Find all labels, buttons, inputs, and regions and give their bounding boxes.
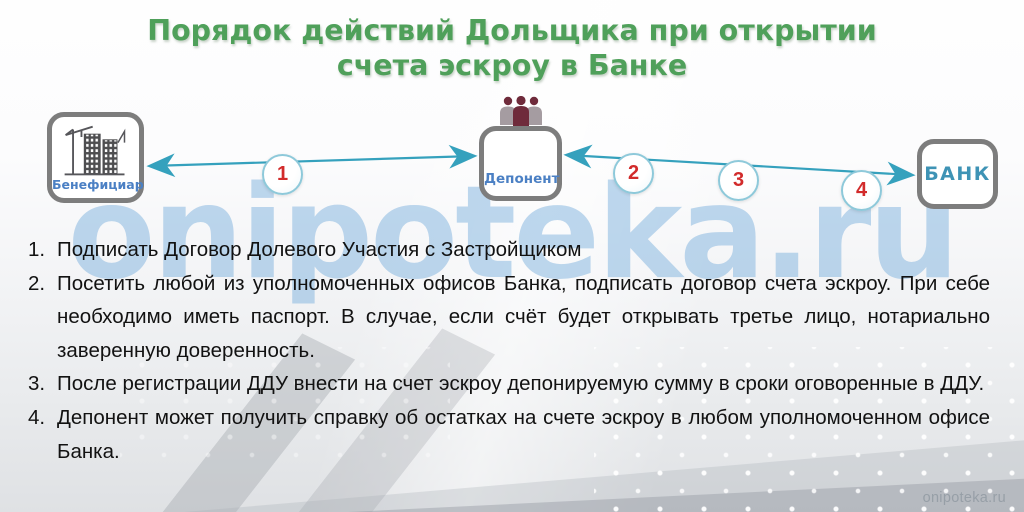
page-title: Порядок действий Дольщика при открытии с… [0, 13, 1024, 83]
node-depositor-label: Депонент [484, 171, 560, 187]
dot-pattern [594, 347, 1024, 512]
arrow-beneficiary-depositor [146, 144, 478, 178]
list-item: 4. Депонент может получить справку об ос… [28, 401, 990, 468]
step-text: Депонент может получить справку об остат… [57, 405, 990, 463]
people-group-icon [500, 96, 542, 126]
step-number: 2. [28, 271, 46, 295]
step-text: После регистрации ДДУ внести на счет эск… [57, 372, 985, 396]
step-badge-3: 3 [718, 160, 759, 201]
list-item: 1. Подписать Договор Долевого Участия с … [28, 233, 990, 267]
step-number: 3. [28, 372, 46, 396]
step-badge-2: 2 [613, 153, 654, 194]
watermark-small: onipoteka.ru [922, 490, 1006, 506]
title-line-2: счета эскроу в Банке [336, 49, 688, 82]
node-depositor: Депонент [479, 126, 562, 201]
step-number: 1. [28, 238, 46, 261]
title-line-1: Порядок действий Дольщика при открытии [147, 14, 877, 47]
step-badge-4: 4 [841, 170, 882, 211]
dot-pattern [120, 347, 450, 467]
list-item: 2. Посетить любой из уполномоченных офис… [28, 267, 990, 368]
node-bank-label: БАНК [924, 163, 991, 185]
node-beneficiary-label: Бенефициар [52, 177, 144, 192]
node-beneficiary: Бенефициар [47, 112, 144, 203]
step-badge-1: 1 [262, 154, 303, 195]
list-item: 3. После регистрации ДДУ внести на счет … [28, 367, 990, 401]
step-text: Посетить любой из уполномоченных офисов … [57, 271, 990, 362]
step-number: 4. [28, 405, 46, 429]
construction-building-icon [64, 125, 126, 176]
step-text: Подписать Договор Долевого Участия с Зас… [57, 238, 582, 261]
node-bank: БАНК [917, 139, 998, 209]
steps-list: 1. Подписать Договор Долевого Участия с … [28, 233, 990, 468]
